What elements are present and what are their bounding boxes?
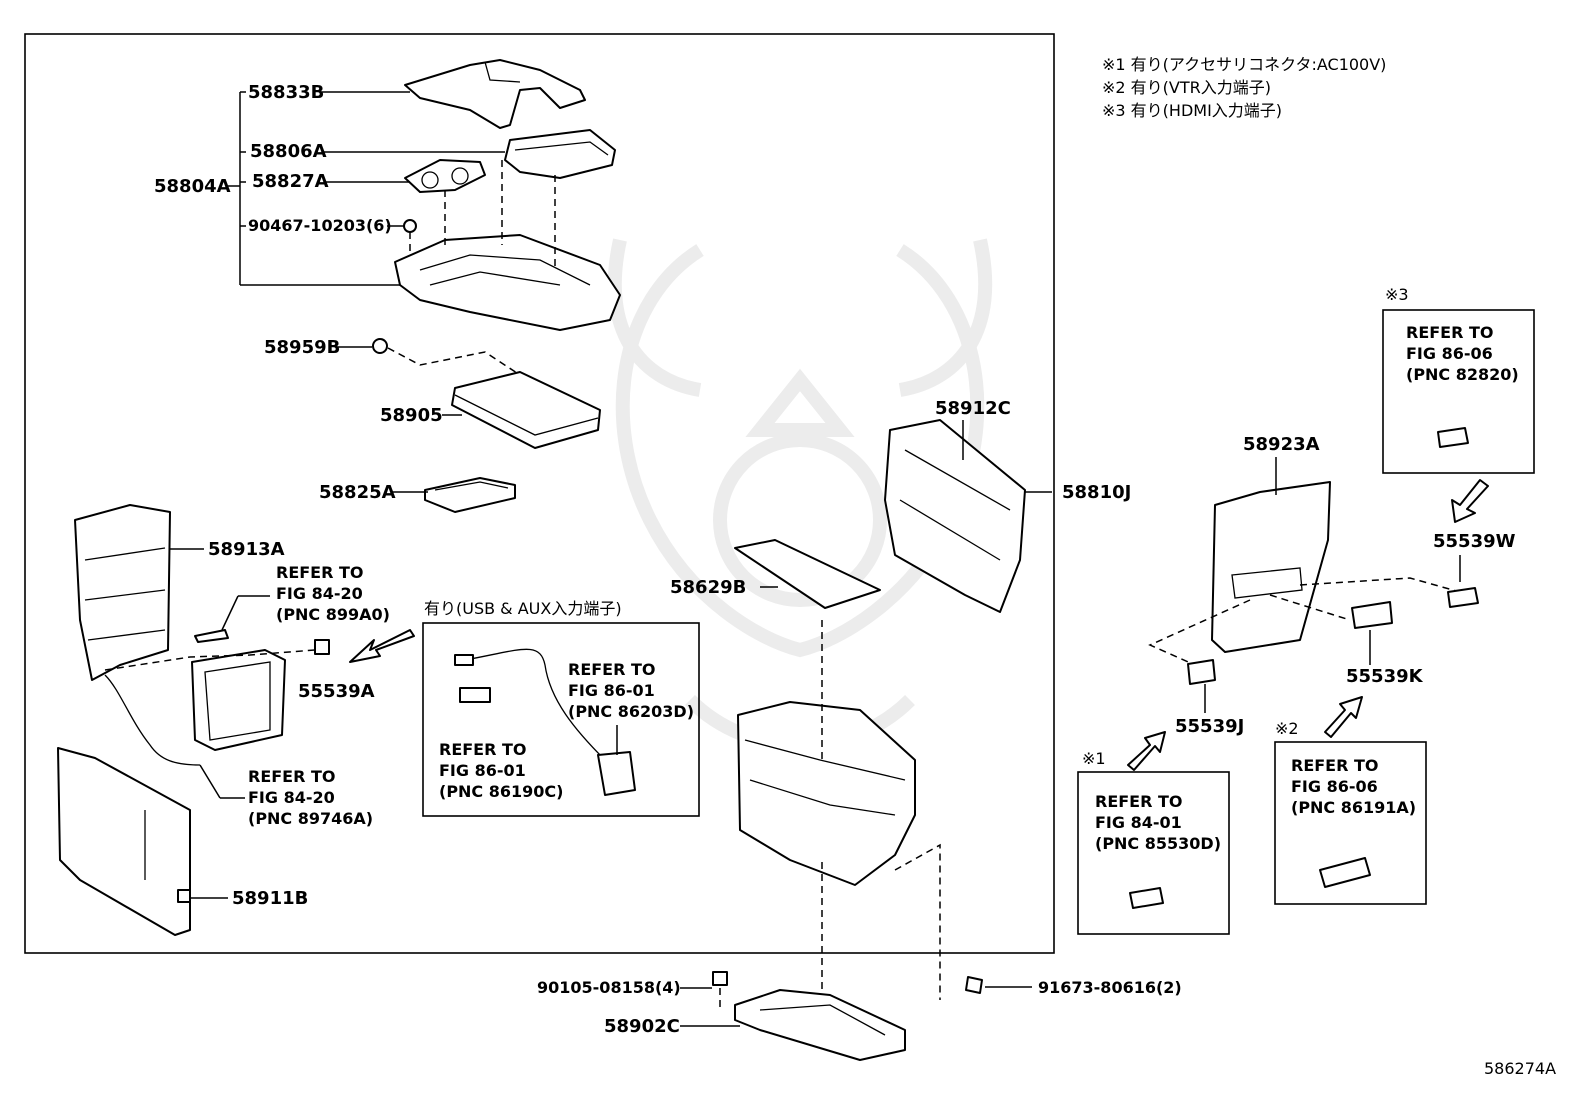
part-58902C-shape	[734, 989, 906, 1061]
console-box-shape	[737, 701, 916, 886]
mark-2: ※2	[1275, 719, 1299, 738]
label-58833B: 58833B	[248, 82, 324, 103]
bracket-shape	[191, 649, 286, 751]
refer-r5-line3: (PNC 82820)	[1406, 365, 1519, 384]
refer-r7-line1: REFER TO	[1291, 756, 1379, 775]
part-55539K-shape	[1351, 601, 1393, 629]
arrow-icon	[349, 629, 415, 663]
label-55539J: 55539J	[1175, 716, 1244, 737]
label-90467-10203: 90467-10203(6)	[248, 216, 392, 235]
part-58905-shape	[451, 371, 601, 449]
refer-r6-line3: (PNC 85530D)	[1095, 834, 1221, 853]
label-55539A: 55539A	[298, 681, 375, 702]
part-58959B-shape	[372, 338, 388, 354]
leader-lines	[170, 91, 1461, 1027]
refer-r1-line2: FIG 84-20	[276, 584, 363, 603]
label-58912C: 58912C	[935, 398, 1011, 419]
refer-r3-line1: REFER TO	[568, 660, 656, 679]
label-91673-80616: 91673-80616(2)	[1038, 978, 1182, 997]
usb-cable	[464, 648, 606, 761]
refer-r2-line1: REFER TO	[248, 767, 336, 786]
main-frame	[24, 33, 1055, 954]
footnote-1: ※1 有り(アクセサリコネクタ:AC100V)	[1102, 55, 1386, 74]
refer-r5-line1: REFER TO	[1406, 323, 1494, 342]
label-58923A: 58923A	[1243, 434, 1320, 455]
wire-harness	[104, 674, 201, 766]
label-58629B: 58629B	[670, 577, 746, 598]
label-58827A: 58827A	[252, 171, 329, 192]
label-58913A: 58913A	[208, 539, 285, 560]
part-58825A-shape	[424, 477, 516, 513]
refer-r1-line3: (PNC 899A0)	[276, 605, 390, 624]
part-58913A-shape	[74, 504, 171, 681]
refer-r7-line3: (PNC 86191A)	[1291, 798, 1416, 817]
watermark-emblem	[607, 238, 993, 752]
label-58905: 58905	[380, 405, 443, 426]
label-58959B: 58959B	[264, 337, 340, 358]
label-58911B: 58911B	[232, 888, 308, 909]
label-58902C: 58902C	[604, 1016, 680, 1037]
part-58912C-shape	[884, 419, 1026, 613]
figure-id: 586274A	[1484, 1059, 1556, 1078]
refer-r2-line3: (PNC 89746A)	[248, 809, 373, 828]
part-55539W-shape	[1447, 587, 1479, 608]
part-58911B-shape	[57, 747, 191, 936]
part-58827A-shape	[404, 159, 486, 193]
label-90105-08158: 90105-08158(4)	[537, 978, 681, 997]
label-58825A: 58825A	[319, 482, 396, 503]
refer-r4-line2: FIG 86-01	[439, 761, 526, 780]
mark-3: ※3	[1385, 285, 1409, 304]
refer-r6-line2: FIG 84-01	[1095, 813, 1182, 832]
bolt-icon	[712, 971, 728, 986]
refer-r4-line1: REFER TO	[439, 740, 527, 759]
screw-icon	[965, 976, 983, 994]
footnote-2: ※2 有り(VTR入力端子)	[1102, 78, 1271, 97]
usb-aux-box	[422, 622, 700, 817]
label-58804A: 58804A	[154, 176, 231, 197]
refer-box-2	[1274, 741, 1427, 905]
refer-r4-line3: (PNC 86190C)	[439, 782, 563, 801]
arrow-icon	[1127, 731, 1166, 771]
part-58629B-shape	[734, 539, 881, 609]
part-58806A-shape	[504, 129, 616, 179]
refer-box-1	[1077, 771, 1230, 935]
part-58923A-shape	[1211, 481, 1331, 653]
usb-aux-note: 有り(USB & AUX入力端子)	[424, 599, 622, 618]
part-58804A-shape	[394, 234, 621, 331]
label-55539K: 55539K	[1346, 666, 1424, 687]
refer-r5-line2: FIG 86-06	[1406, 344, 1493, 363]
part-55539A-shape	[314, 639, 330, 655]
refer-r7-line2: FIG 86-06	[1291, 777, 1378, 796]
refer-r2-line2: FIG 84-20	[248, 788, 335, 807]
footnote-3: ※3 有り(HDMI入力端子)	[1102, 101, 1282, 120]
refer-box-3	[1382, 309, 1535, 474]
arrow-icon	[1451, 479, 1489, 523]
label-58810J: 58810J	[1062, 482, 1131, 503]
arrow-icon	[1324, 696, 1363, 738]
part-58833B-shape	[404, 59, 586, 129]
mark-1: ※1	[1082, 749, 1106, 768]
label-58806A: 58806A	[250, 141, 327, 162]
refer-r6-line1: REFER TO	[1095, 792, 1183, 811]
refer-r3-line2: FIG 86-01	[568, 681, 655, 700]
refer-r3-line3: (PNC 86203D)	[568, 702, 694, 721]
refer-r1-line1: REFER TO	[276, 563, 364, 582]
part-55539J-shape	[1187, 659, 1216, 685]
label-55539W: 55539W	[1433, 531, 1516, 552]
